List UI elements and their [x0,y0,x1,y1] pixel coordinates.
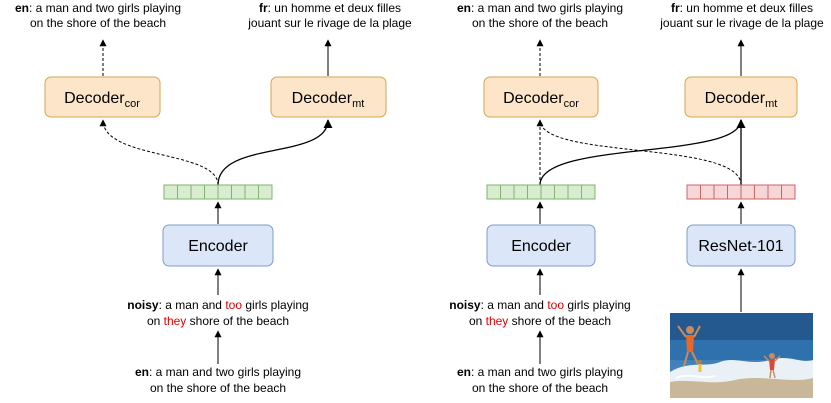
right-fr-target-caption-line2: jouant sur le rivage de la plage [659,16,824,30]
right-clean-source-line2: on the shore of the beach [472,381,608,395]
right-resnet-label: ResNet-101 [698,238,783,255]
right-encoder-box [486,224,596,267]
right-decoder-cor-box [483,76,599,118]
right-imgvec-to-cor-arrow [539,119,742,186]
right-textvec-to-mt-arrow [539,119,746,186]
right-en-target-caption-line2: on the shore of the beach [472,16,608,30]
beach-photo [670,313,813,398]
left-vector-to-cor-arrow [99,119,219,186]
right-en-target-caption-line1: en: a man and two girls playing [457,1,623,15]
left-noisy-source-line1: noisy: a man and too girls playing [127,298,308,312]
left-en-target-caption-line1: en: a man and two girls playing [15,1,181,15]
left-text-vector [163,184,273,200]
left-decoder-mt-label: Decodermt [292,90,365,110]
left-fr-target-caption-line1: fr: un homme et deux filles [259,1,401,15]
right-clean-source-line1: en: a man and two girls playing [457,365,623,379]
right-noisy-source-line2: on they shore of the beach [469,314,611,328]
left-encoder-label: Encoder [188,238,248,255]
right-fr-target-caption-line1: fr: un homme et deux filles [671,1,813,15]
right-encoder-label: Encoder [511,238,571,255]
left-encoder-box [162,224,274,267]
right-text-vector [486,184,596,200]
right-image-vector [686,184,796,200]
left-clean-source-line1: en: a man and two girls playing [135,365,301,379]
right-decoder-mt-box [684,76,798,118]
left-decoder-mt-box [270,76,387,118]
left-noisy-source-line2: on they shore of the beach [147,314,289,328]
left-vector-to-mt-arrow [217,119,333,186]
left-diagram: en: a man and two girls playing on the s… [15,1,412,395]
left-decoder-cor-box [44,76,161,118]
right-noisy-source-line1: noisy: a man and too girls playing [449,298,630,312]
left-fr-target-caption-line2: jouant sur le rivage de la plage [247,16,412,30]
right-diagram: en: a man and two girls playing on the s… [449,1,824,398]
right-decoder-mt-label: Decodermt [705,90,778,110]
left-en-target-caption-line2: on the shore of the beach [30,16,166,30]
left-decoder-cor-label: Decodercor [64,90,140,110]
right-decoder-cor-label: Decodercor [503,90,579,110]
left-clean-source-line2: on the shore of the beach [150,381,286,395]
right-resnet-box [686,224,796,267]
